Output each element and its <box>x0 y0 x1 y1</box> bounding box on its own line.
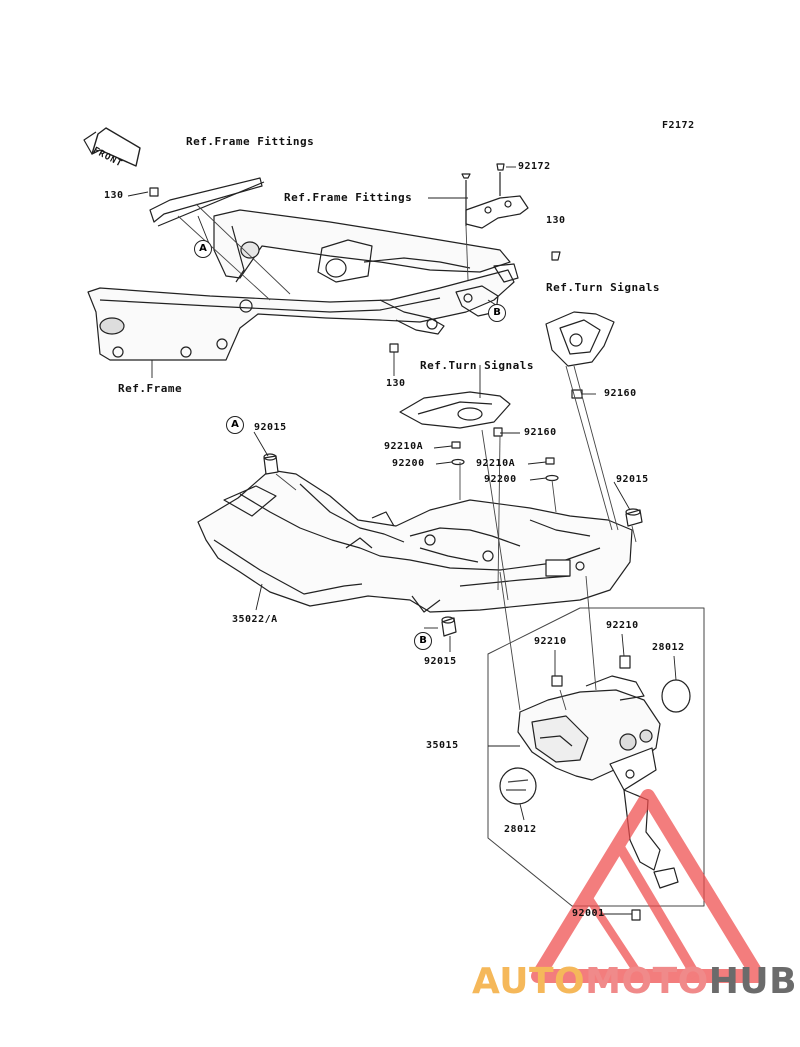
figure-code: F2172 <box>662 120 695 131</box>
part-28012: 28012 <box>504 824 537 835</box>
part-92210: 92210 <box>534 636 567 647</box>
marker-b: B <box>414 632 432 650</box>
rear-frame <box>87 177 519 361</box>
part-92160: 92160 <box>604 388 637 399</box>
part-92210a: 92210A <box>384 441 424 452</box>
ref-frame-label: Ref.Frame <box>118 382 183 395</box>
part-92172: 92172 <box>518 161 551 172</box>
ref-frame-fittings-label: Ref.Frame Fittings <box>186 135 315 148</box>
part-92200: 92200 <box>392 458 425 469</box>
watermark-moto: MOTO <box>585 961 709 1002</box>
part-35015: 35015 <box>426 740 459 751</box>
watermark-logo: AUTOMOTOHUB <box>472 962 797 1002</box>
watermark-hub: HUB <box>708 961 798 1002</box>
undertray <box>197 469 633 613</box>
reflectors <box>499 679 691 805</box>
watermark-auto: AUTO <box>472 961 586 1002</box>
part-92210: 92210 <box>606 620 639 631</box>
part-92015: 92015 <box>424 656 457 667</box>
watermark-triangle <box>531 789 765 983</box>
ref-frame-fittings-label-2: Ref.Frame Fittings <box>284 191 413 204</box>
spacers <box>263 453 643 637</box>
turn-signal-upper <box>545 311 615 367</box>
front-arrow <box>83 127 141 167</box>
turn-signal-middle <box>399 391 511 429</box>
part-92015: 92015 <box>616 474 649 485</box>
part-92210a: 92210A <box>476 458 516 469</box>
marker-a: A <box>194 240 212 258</box>
top-bracket <box>461 163 529 229</box>
part-92160: 92160 <box>524 427 557 438</box>
marker-b: B <box>488 304 506 322</box>
marker-a: A <box>226 416 244 434</box>
rear-fender <box>517 675 679 889</box>
part-28012: 28012 <box>652 642 685 653</box>
part-35022a: 35022/A <box>232 614 278 625</box>
part-92200: 92200 <box>484 474 517 485</box>
part-92015: 92015 <box>254 422 287 433</box>
ref-turn-signals-label-2: Ref.Turn Signals <box>420 359 534 372</box>
ref-turn-signals-label: Ref.Turn Signals <box>546 281 660 294</box>
part-130: 130 <box>546 215 566 226</box>
part-92001: 92001 <box>572 908 605 919</box>
part-130: 130 <box>104 190 124 201</box>
small-hardware <box>149 187 641 921</box>
part-130: 130 <box>386 378 406 389</box>
